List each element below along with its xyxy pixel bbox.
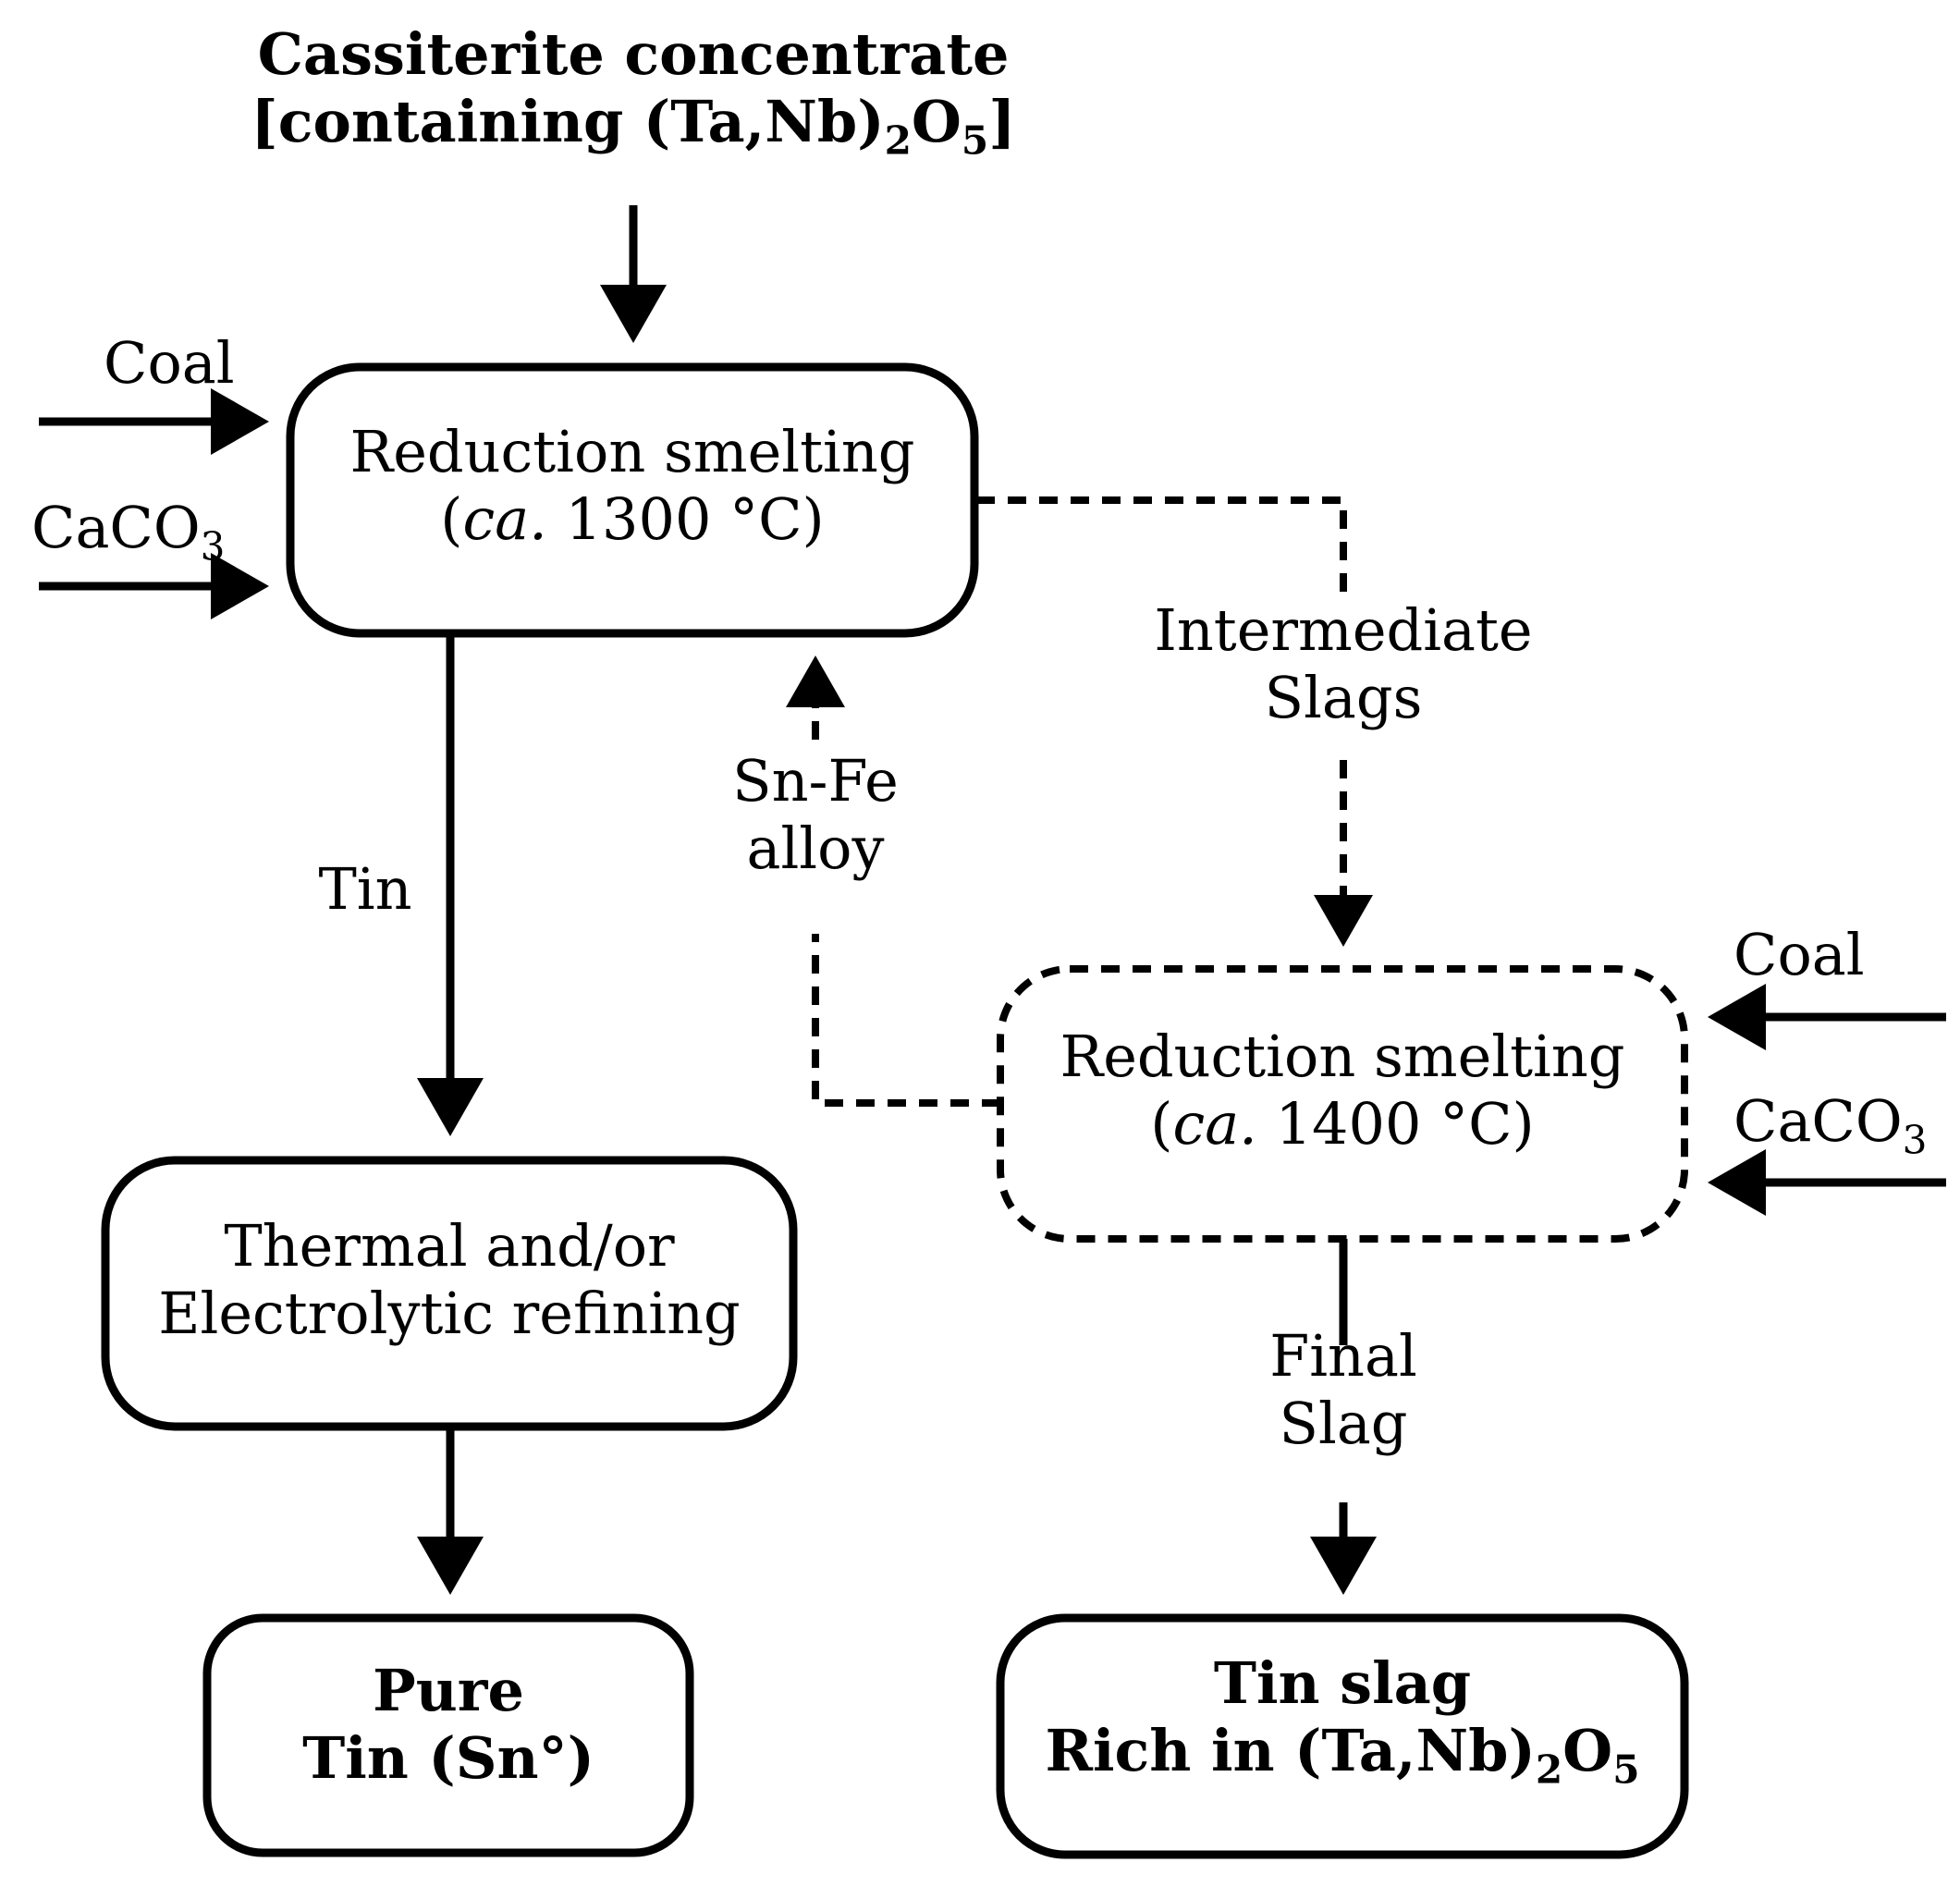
smelting-1400-line2: (ca. 1400 °C) [1000, 1090, 1684, 1158]
smelting-1400-paren: ( [1150, 1090, 1173, 1158]
final-slag-line2: Slag [1279, 1390, 1408, 1458]
smelting-1300-label: Reduction smelting (ca. 1300 °C) [290, 418, 974, 553]
smelting-1300-line1: Reduction smelting [349, 418, 915, 485]
caco3-right-main: CaCO [1733, 1087, 1903, 1155]
pure-tin-label: Pure Tin (Sn°) [207, 1657, 690, 1792]
feed-sub-2: 2 [884, 116, 912, 164]
intermediate-slags-line2: Slags [1264, 664, 1423, 732]
pure-tin-line1: Pure [373, 1657, 524, 1724]
feed-text-a: [containing (Ta,Nb) [251, 88, 885, 156]
caco3-label-left: CaCO3 [31, 494, 226, 566]
intermediate-slags-label: Intermediate Slags [1131, 596, 1556, 731]
smelting-1300-ca: ca. [462, 485, 547, 554]
refining-box [101, 1156, 798, 1431]
refining-line2: Electrolytic refining [158, 1280, 741, 1348]
caco3-right-sub: 3 [1902, 1117, 1928, 1163]
smelting-1400-ca: ca. [1172, 1090, 1257, 1158]
caco3-left-sub: 3 [200, 523, 226, 570]
coal-label-right: Coal [1733, 921, 1865, 988]
tin-slag-sub-5: 5 [1612, 1746, 1640, 1793]
feed-text-o: O [911, 88, 962, 156]
refining-label: Thermal and/or Electrolytic refining [105, 1212, 793, 1347]
snfe-alloy-line1: Sn-Fe [732, 747, 899, 815]
smelting-1400-line1: Reduction smelting [1060, 1023, 1625, 1090]
snfe-alloy-line2: alloy [746, 815, 885, 883]
tin-slag-box [996, 1613, 1689, 1859]
intermediate-slags-line-top [976, 496, 1347, 592]
feed-title-line1: Cassiterite concentrate [257, 20, 1010, 88]
intermediate-slags-line1: Intermediate [1154, 596, 1533, 664]
final-slag-label: Final Slag [1205, 1322, 1482, 1457]
pure-tin-box [202, 1613, 694, 1857]
snfe-alloy-line-bottom [812, 934, 1000, 1107]
caco3-left-main: CaCO [31, 494, 201, 561]
feed-text-end: ] [988, 88, 1016, 156]
smelting-1400-temp: 1400 °C) [1256, 1090, 1535, 1158]
refining-line1: Thermal and/or [224, 1212, 675, 1280]
tin-slag-sub-2: 2 [1535, 1746, 1563, 1793]
feed-title-line2: [containing (Ta,Nb)2O5] [217, 88, 1049, 160]
tin-slag-text-o: O [1562, 1717, 1613, 1785]
coal-label-left: Coal [104, 329, 235, 397]
caco3-label-right: CaCO3 [1733, 1087, 1928, 1159]
snfe-alloy-label: Sn-Fe alloy [695, 747, 936, 882]
smelting-1300-paren: ( [440, 485, 463, 554]
pure-tin-line2: Tin (Sn°) [302, 1724, 594, 1793]
tin-slag-line1: Tin slag [1213, 1649, 1472, 1717]
feed-title: Cassiterite concentrate [containing (Ta,… [217, 20, 1049, 160]
feed-sub-5: 5 [961, 116, 989, 164]
smelting-1400-label: Reduction smelting (ca. 1400 °C) [1000, 1023, 1684, 1158]
tin-label: Tin [318, 855, 412, 923]
tin-slag-line2: Rich in (Ta,Nb)2O5 [1000, 1717, 1684, 1789]
tin-slag-label: Tin slag Rich in (Ta,Nb)2O5 [1000, 1649, 1684, 1789]
smelting-1300-temp: 1300 °C) [546, 485, 825, 554]
tin-slag-text-a: Rich in (Ta,Nb) [1045, 1717, 1536, 1785]
smelting-1300-box [286, 362, 979, 638]
smelting-1300-line2: (ca. 1300 °C) [290, 485, 974, 553]
final-slag-line1: Final [1269, 1322, 1417, 1390]
